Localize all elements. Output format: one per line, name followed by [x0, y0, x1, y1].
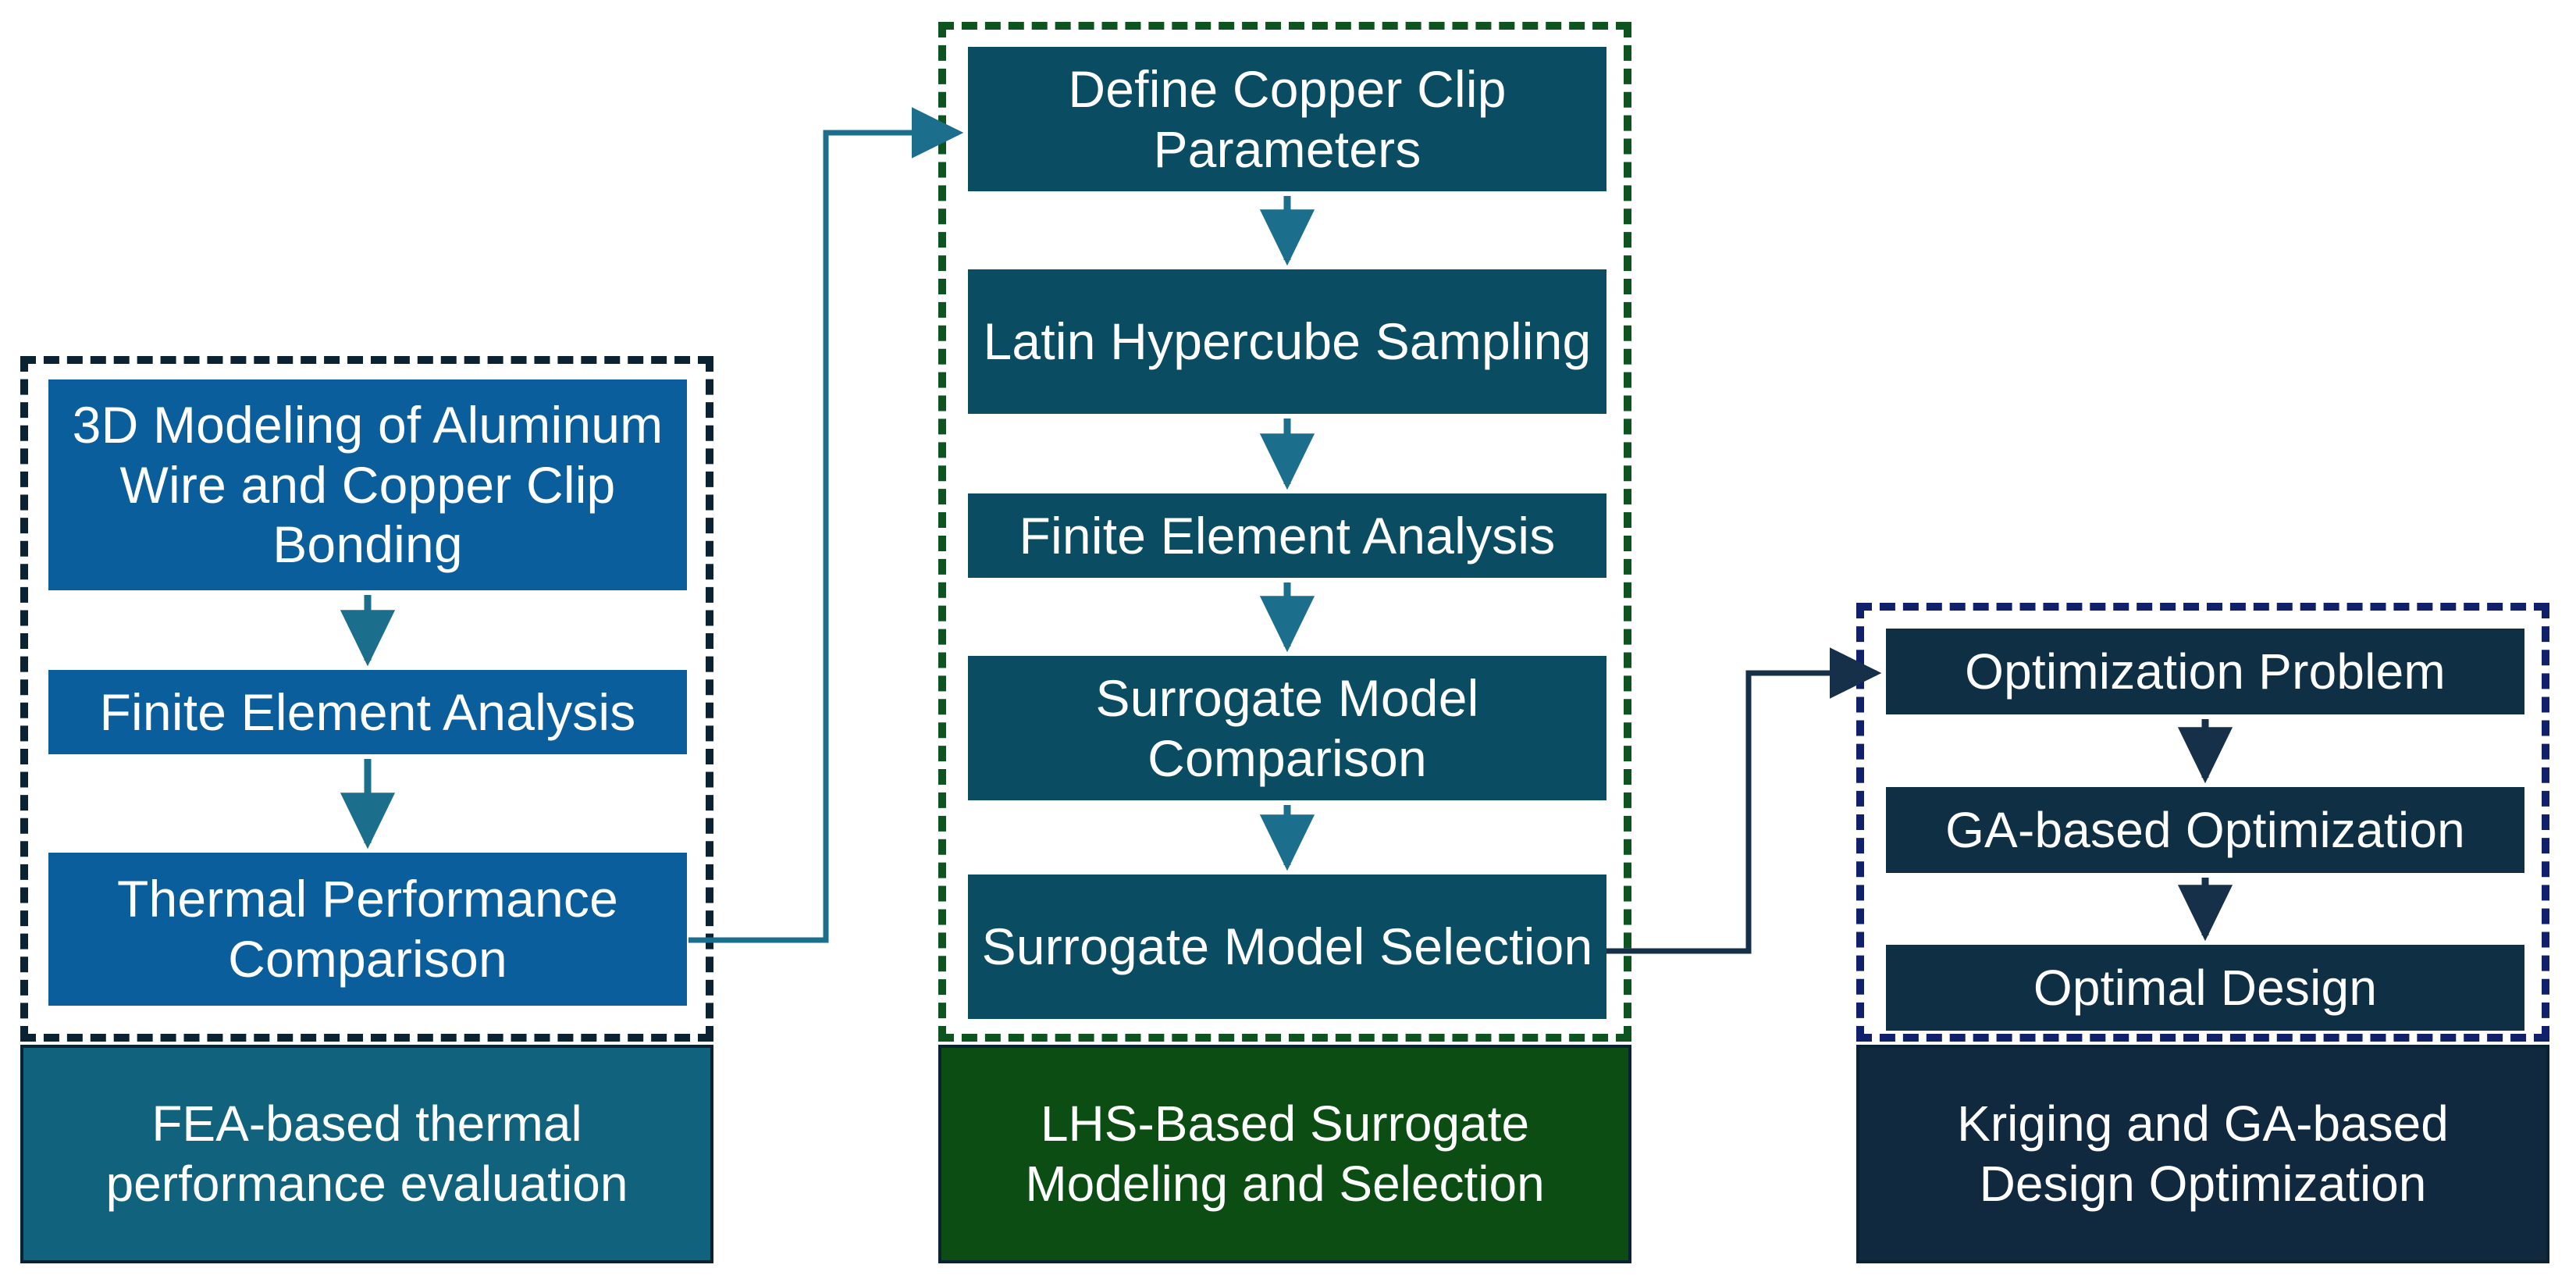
connector-lhs-to-kriging [1606, 647, 1882, 954]
step-box-surrogate-model-comparison[interactable]: Surrogate Model Comparison [968, 656, 1606, 800]
connector-fea-to-lhs [688, 107, 964, 943]
step-box-thermal-performance-comparison[interactable]: Thermal Performance Comparison [48, 853, 687, 1006]
step-box-optimal-design[interactable]: Optimal Design [1886, 945, 2524, 1031]
step-box-define-copper-clip-parameters[interactable]: Define Copper Clip Parameters [968, 47, 1606, 191]
group-footer-lhs: LHS-Based Surrogate Modeling and Selecti… [938, 1045, 1631, 1263]
step-box-finite-element-analysis-lhs[interactable]: Finite Element Analysis [968, 493, 1606, 578]
step-box-optimization-problem[interactable]: Optimization Problem [1886, 629, 2524, 714]
step-box-surrogate-model-selection[interactable]: Surrogate Model Selection [968, 875, 1606, 1019]
step-box-finite-element-analysis-fea[interactable]: Finite Element Analysis [48, 670, 687, 754]
step-box-latin-hypercube-sampling[interactable]: Latin Hypercube Sampling [968, 269, 1606, 414]
group-footer-kriging: Kriging and GA-based Design Optimization [1856, 1045, 2549, 1263]
step-box-ga-based-optimization[interactable]: GA-based Optimization [1886, 787, 2524, 873]
group-footer-fea: FEA-based thermal performance evaluation [20, 1045, 713, 1263]
step-box-3d-modeling[interactable]: 3D Modeling of Aluminum Wire and Copper … [48, 379, 687, 590]
